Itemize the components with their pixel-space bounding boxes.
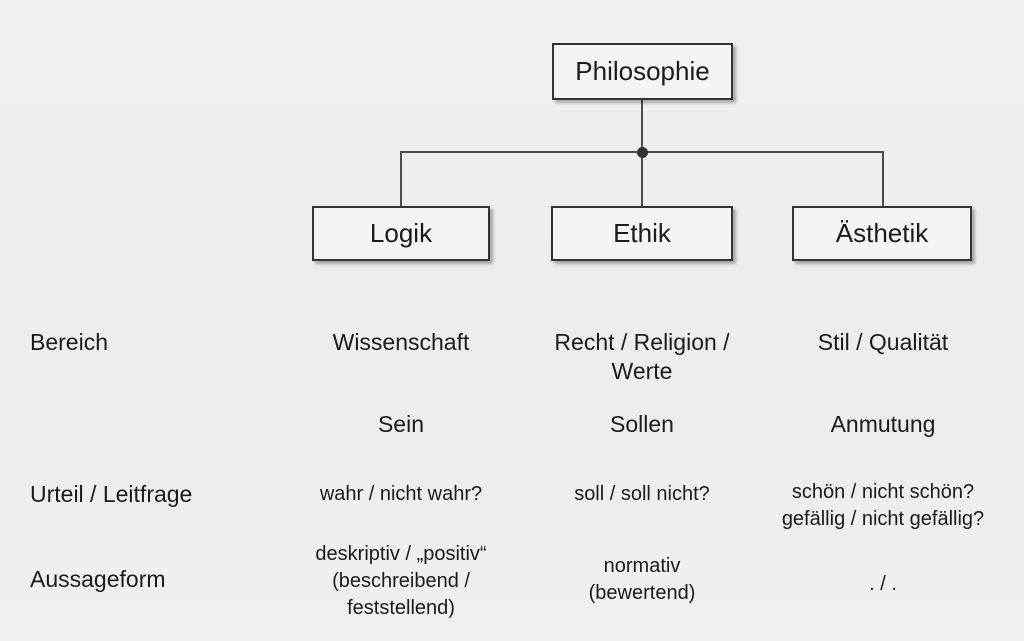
connector-drop-aesthetik xyxy=(882,151,884,207)
cell-urteil-ethik: soll / soll nicht? xyxy=(574,483,710,505)
cell-aussageform-aesthetik: . / . xyxy=(869,573,897,595)
row-label-urteil-leitfrage: Urteil / Leitfrage xyxy=(30,481,193,507)
connector-drop-ethik xyxy=(641,151,643,207)
junction-dot xyxy=(637,147,648,158)
node-philosophie: Philosophie xyxy=(552,43,733,100)
node-logik: Logik xyxy=(312,206,490,261)
cell-sein: Sein xyxy=(377,411,425,437)
connector-root-vertical xyxy=(641,100,643,152)
node-logik-label: Logik xyxy=(369,218,433,248)
cell-bereich-ethik: Recht / Religion / Werte xyxy=(554,329,730,384)
node-philosophie-label: Philosophie xyxy=(575,56,710,86)
node-aesthetik-label: Ästhetik xyxy=(835,218,929,248)
cell-aussageform-ethik: normativ (bewertend) xyxy=(588,555,696,604)
node-ethik-label: Ethik xyxy=(613,218,671,248)
row-label-aussageform: Aussageform xyxy=(30,566,166,592)
node-aesthetik: Ästhetik xyxy=(792,206,972,261)
cell-urteil-logik: wahr / nicht wahr? xyxy=(319,483,483,505)
cell-bereich-logik: Wissenschaft xyxy=(332,329,470,355)
cell-bereich-aesthetik: Stil / Qualität xyxy=(817,329,949,355)
cell-aussageform-logik: deskriptiv / „positiv“ (beschreibend / f… xyxy=(315,543,487,619)
cell-anmutung: Anmutung xyxy=(830,411,936,437)
row-label-bereich: Bereich xyxy=(30,329,108,355)
connector-drop-logik xyxy=(400,151,402,207)
cell-sollen: Sollen xyxy=(610,411,674,437)
cell-urteil-aesthetik: schön / nicht schön? gefällig / nicht ge… xyxy=(781,481,985,530)
node-ethik: Ethik xyxy=(551,206,733,261)
